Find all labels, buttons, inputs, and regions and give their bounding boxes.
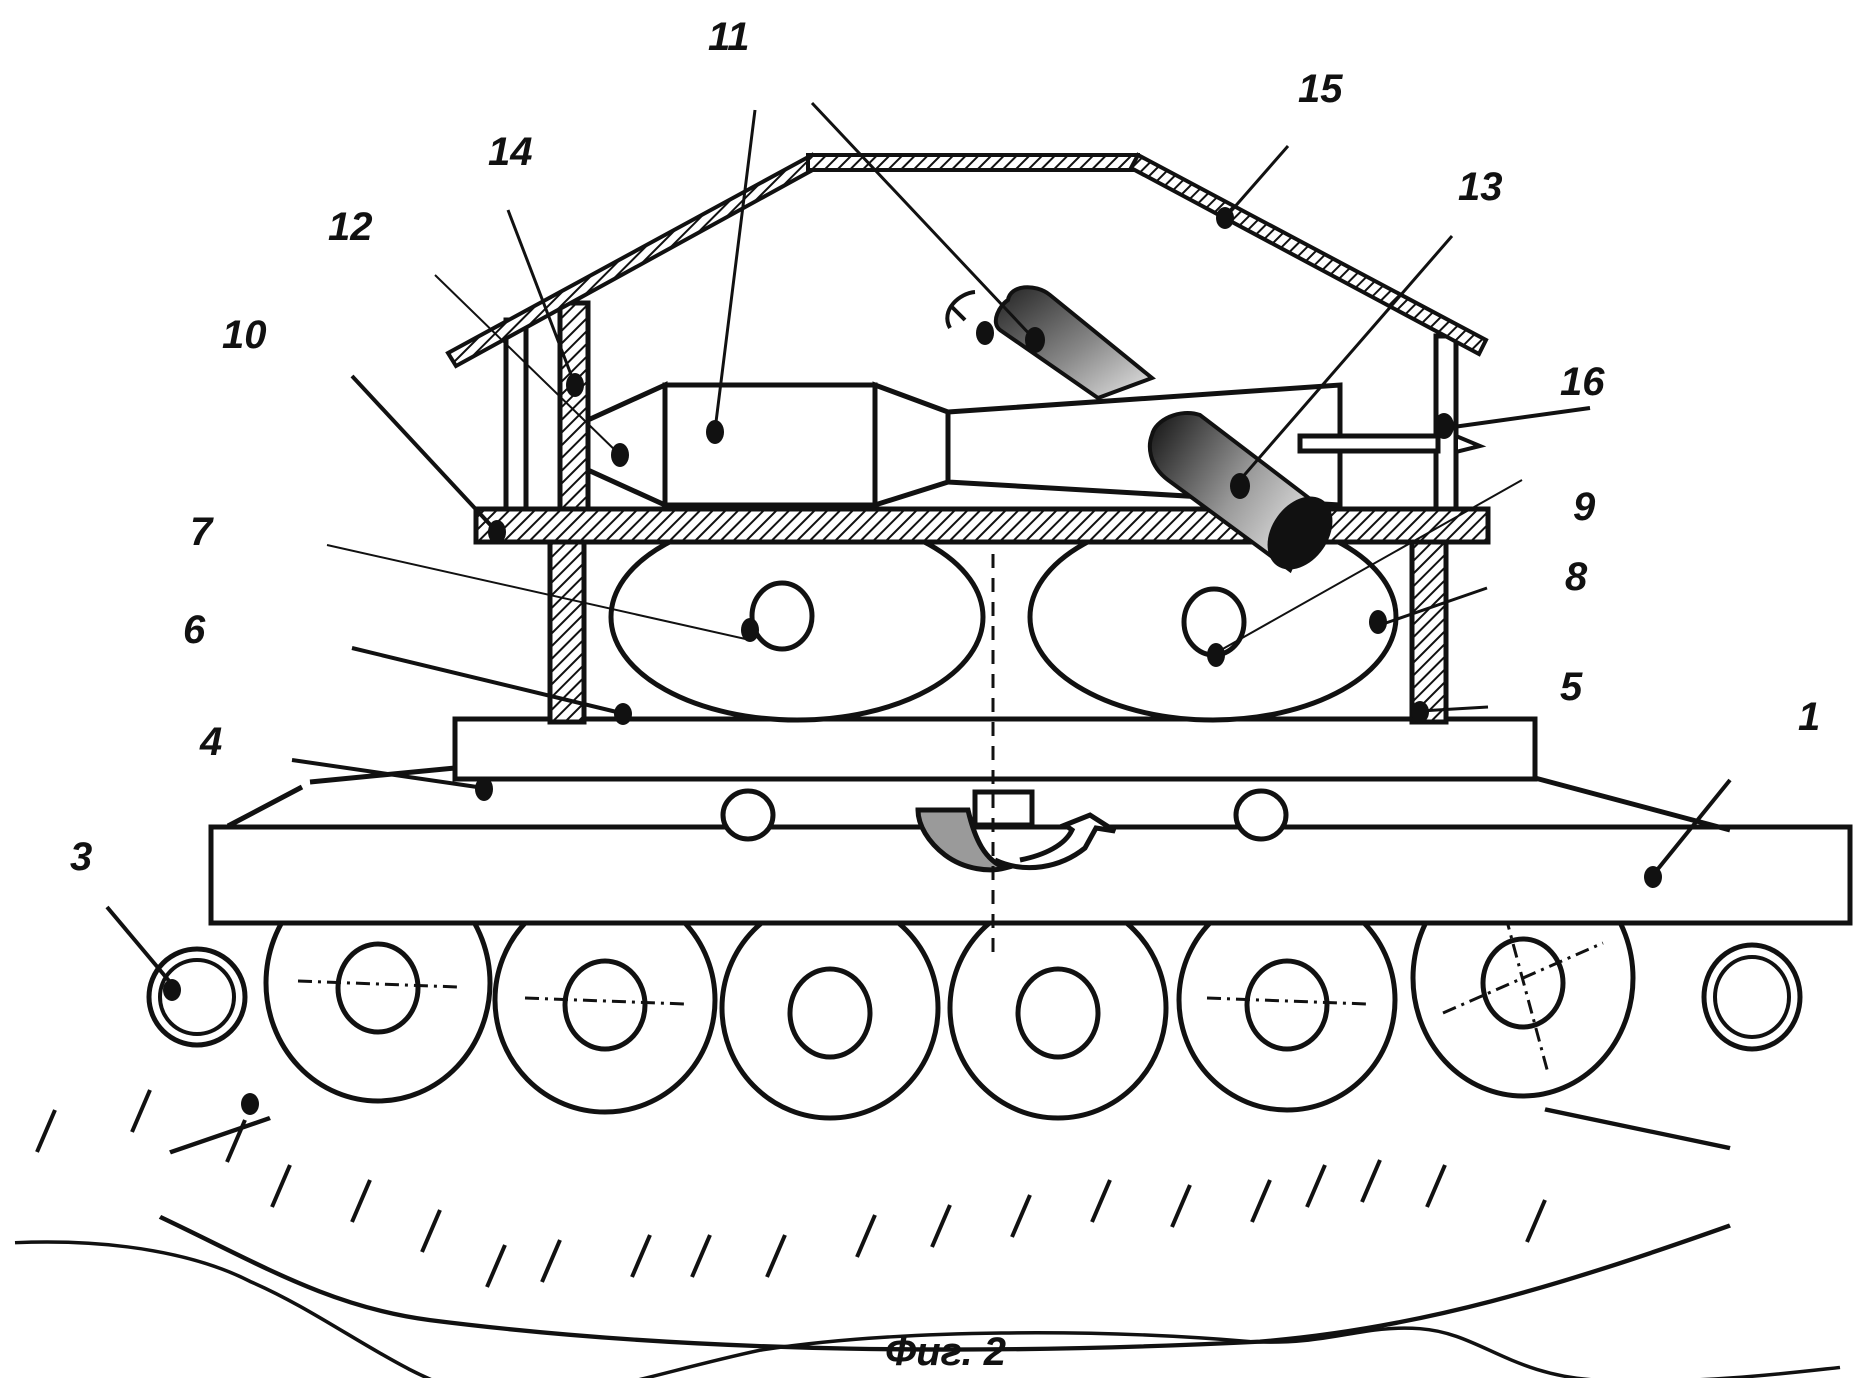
pivot-stub (972, 789, 1035, 828)
rotation-mark-icon (945, 290, 976, 329)
ground-surface-line (14, 1240, 1841, 1378)
ground-tick (855, 1214, 877, 1258)
ground-tick (1170, 1184, 1192, 1228)
rotation-arrow-shaded (915, 807, 1013, 873)
chassis-body (208, 824, 1853, 926)
turntable-platform (452, 716, 1538, 782)
ground-tick (350, 1179, 372, 1223)
ground-tick (1010, 1194, 1032, 1238)
road-wheel-hub (562, 958, 648, 1052)
label-9: 9 (1573, 485, 1596, 529)
label-12: 12 (328, 205, 373, 249)
ground-tick (765, 1234, 787, 1278)
ejector-diffuser (872, 381, 951, 509)
lower-post-right (1409, 537, 1449, 725)
label-3: 3 (70, 835, 92, 879)
label-11: 11 (708, 15, 750, 59)
label-5: 5 (1560, 665, 1583, 709)
label-14: 14 (488, 130, 533, 174)
ejector-inlet-cone (585, 381, 668, 509)
road-wheels (263, 857, 1636, 1121)
label-4: 4 (199, 720, 222, 764)
idler-wheel-left (146, 946, 248, 1048)
support-roller-right (1233, 788, 1289, 842)
wheel-axis-centerline (297, 979, 459, 989)
ground-tick (1090, 1179, 1112, 1223)
cable-drum-left (608, 511, 986, 723)
ground-tick (1425, 1164, 1447, 1208)
upper-post-left-hatched (557, 300, 591, 512)
platform-chassis-link-left (226, 765, 456, 829)
ground-tick (1525, 1199, 1547, 1243)
label-6: 6 (183, 608, 206, 652)
figure-caption: Фиг. 2 (885, 1330, 1006, 1374)
ground-tick (35, 1109, 57, 1153)
ground-tick (930, 1204, 952, 1248)
lower-post-left (547, 537, 587, 725)
drum-hub-left (749, 580, 815, 652)
wheel-axis-centerline (1206, 996, 1368, 1006)
ground-tick (690, 1234, 712, 1278)
ground-tick (270, 1164, 292, 1208)
road-wheel-hub (335, 941, 421, 1035)
turntable-support (720, 788, 1289, 873)
road-wheel (947, 895, 1169, 1121)
road-wheel-hub (1015, 966, 1101, 1060)
cable-drum-right (1027, 511, 1399, 723)
upper-deck (473, 506, 1491, 545)
label-13: 13 (1458, 165, 1503, 209)
road-wheel (1176, 887, 1398, 1113)
ground-tick (540, 1239, 562, 1283)
leader-lines (105, 101, 1732, 990)
label-16: 16 (1560, 360, 1605, 404)
adjust-rod (1297, 433, 1441, 454)
rotation-arrow (993, 812, 1117, 871)
platform-chassis-link-right (1534, 775, 1731, 833)
label-8: 8 (1565, 555, 1588, 599)
track-belt (158, 1107, 1731, 1352)
support-roller-left (720, 788, 776, 842)
ground-tick (1305, 1164, 1327, 1208)
upper-cylinder (945, 285, 1156, 401)
ground-tick (1360, 1159, 1382, 1203)
ejector-body (662, 382, 878, 508)
ground-tick (130, 1089, 152, 1133)
label-1: 1 (1798, 695, 1820, 739)
label-15: 15 (1298, 67, 1343, 111)
road-wheel-hub (787, 966, 873, 1060)
road-wheel (719, 895, 941, 1121)
roof-canopy (445, 152, 1489, 369)
label-7: 7 (190, 510, 214, 554)
ground-hatch-ticks (35, 1089, 1547, 1288)
road-wheel (492, 885, 718, 1115)
wheel-axis-centerline (524, 996, 686, 1006)
ground-tick (485, 1244, 507, 1288)
reference-labels: 1 3 4 5 6 7 8 9 10 11 12 13 14 15 16 (70, 15, 1820, 879)
ground-tick (630, 1234, 652, 1278)
ground-tick (420, 1209, 442, 1253)
rod-arrowhead (1454, 433, 1487, 455)
road-wheel-hub (1244, 958, 1330, 1052)
ground-tick (1250, 1179, 1272, 1223)
label-10: 10 (222, 313, 267, 357)
ground (14, 1240, 1841, 1378)
idler-wheel-right (1701, 942, 1803, 1052)
leader-dots (163, 207, 1662, 1115)
